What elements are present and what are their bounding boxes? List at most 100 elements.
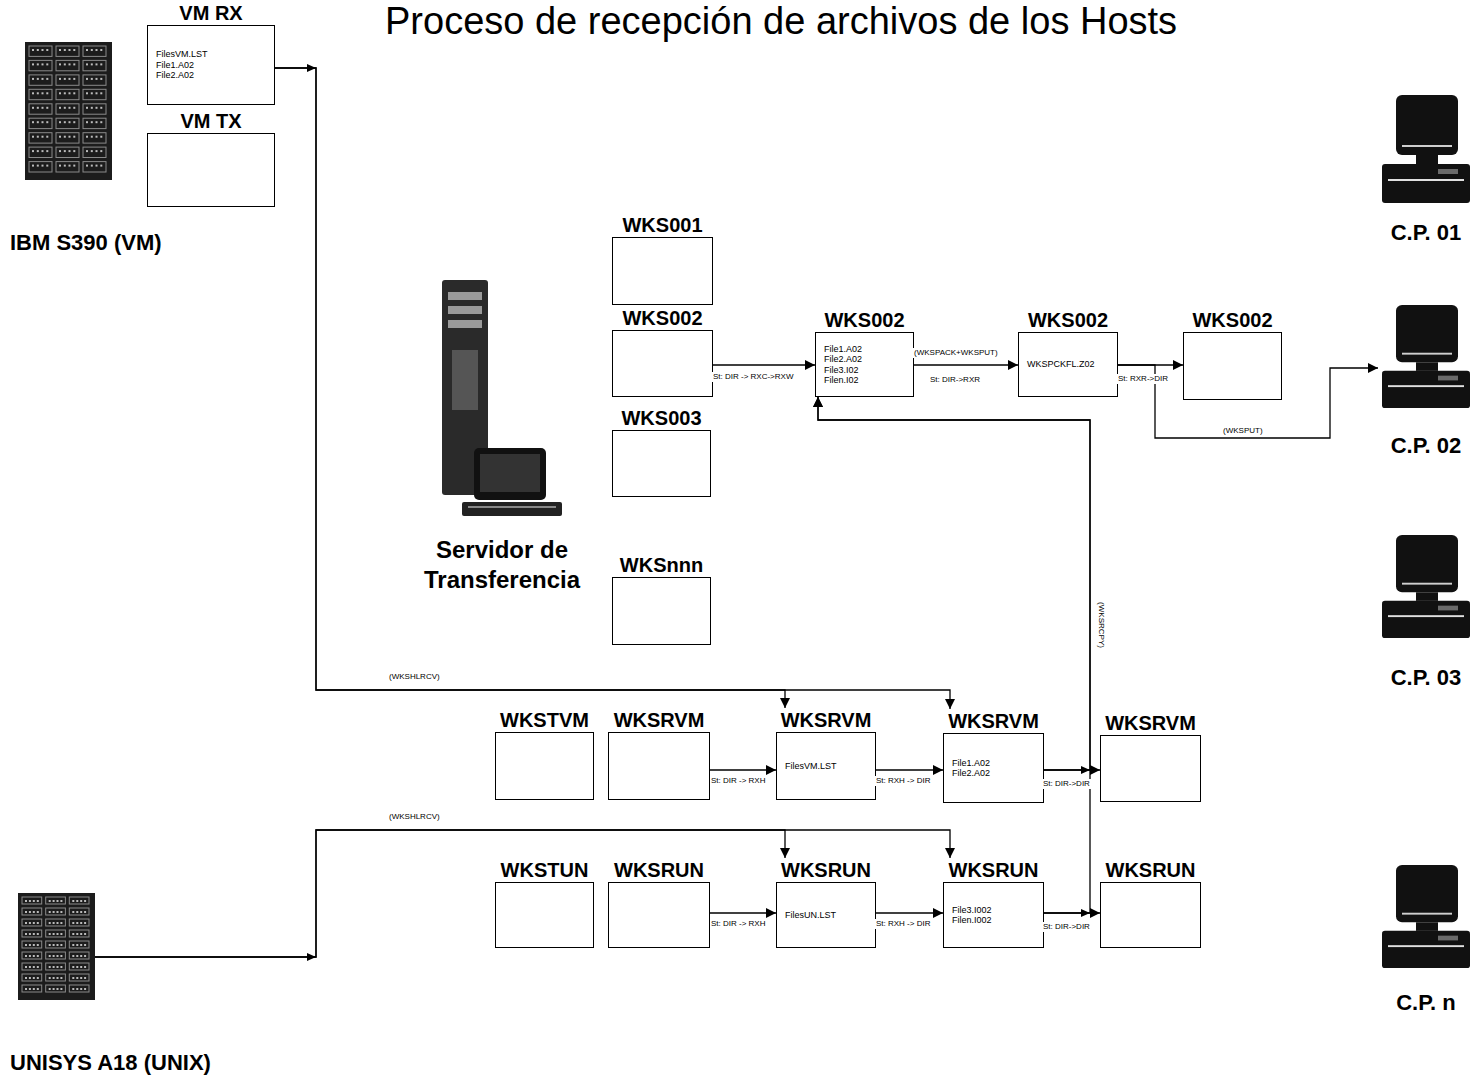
workspace-box: WKS002: [612, 306, 713, 397]
connector: [95, 830, 950, 957]
file-name: FilesVM.LST: [156, 49, 208, 59]
diagram-title: Proceso de recepción de archivos de los …: [385, 0, 1177, 42]
workstation-icon: [1378, 535, 1474, 640]
workspace-box: WKSRVMFile1.A02File2.A02: [943, 709, 1044, 803]
box-outline: File1.A02File2.A02File3.I02Filen.I02: [815, 332, 914, 397]
device-node: C.P. 01: [1378, 95, 1474, 205]
box-heading: WKSTUN: [495, 858, 594, 882]
device-node: UNISYS A18 (UNIX): [18, 893, 95, 1000]
box-outline: WKSPCKFL.Z02: [1018, 332, 1118, 397]
edge-label: St: RXH -> DIR: [875, 919, 931, 929]
edge-label: St: RXR->DIR: [1117, 374, 1169, 384]
box-outline: FilesUN.LST: [776, 882, 876, 948]
workspace-box: WKSRVM: [1100, 711, 1201, 802]
icon-holder: [1378, 535, 1474, 644]
device-label: UNISYS A18 (UNIX): [10, 1050, 211, 1076]
box-outline: [495, 732, 594, 800]
device-node: C.P. 03: [1378, 535, 1474, 640]
connector: [95, 830, 785, 957]
box-outline: [612, 430, 711, 497]
workspace-box: WKSRUN: [1100, 858, 1201, 948]
icon-holder: [1378, 865, 1474, 974]
status-label: St: DIR->RXR: [929, 375, 981, 385]
connector: [876, 769, 943, 770]
connector: [713, 364, 815, 365]
box-outline: [608, 732, 710, 800]
device-label: IBM S390 (VM): [10, 230, 162, 256]
file-name: File1.A02: [156, 60, 194, 70]
file-name: File2.A02: [156, 70, 194, 80]
box-heading: WKS003: [612, 406, 711, 430]
connector: [275, 68, 950, 709]
icon-holder: [1378, 305, 1474, 414]
box-heading: WKS002: [1018, 308, 1118, 332]
workspace-box: WKS001: [612, 213, 713, 305]
device-label: C.P. 01: [1378, 220, 1474, 246]
box-outline: [612, 330, 713, 397]
box-heading: WKSnnn: [612, 553, 711, 577]
connector: [914, 364, 1018, 365]
box-heading: VM RX: [147, 1, 275, 25]
box-outline: [1100, 882, 1201, 948]
edge-label: St: DIR->DIR: [1042, 922, 1091, 932]
icon-holder: [25, 42, 112, 184]
edge-label: St: DIR -> RXC->RXW: [712, 372, 794, 382]
box-heading: WKSTVM: [495, 708, 594, 732]
box-outline: [147, 133, 275, 207]
file-name: FilesVM.LST: [785, 761, 837, 771]
box-heading: WKS002: [815, 308, 914, 332]
connector: [710, 912, 776, 913]
box-outline: [612, 237, 713, 305]
file-name: Filen.I02: [824, 375, 859, 385]
workstation-icon: [1378, 865, 1474, 970]
device-node: Servidor de Transferencia: [412, 280, 592, 520]
workspace-box: WKSTVM: [495, 708, 594, 800]
workspace-box: WKS002: [1183, 308, 1282, 400]
icon-holder: [18, 893, 95, 1004]
box-outline: FilesVM.LSTFile1.A02File2.A02: [147, 25, 275, 105]
connector: [818, 397, 1090, 913]
box-outline: FilesVM.LST: [776, 732, 876, 800]
workspace-box: WKS002WKSPCKFL.Z02: [1018, 308, 1118, 397]
box-heading: WKSRUN: [776, 858, 876, 882]
server-icon: [412, 280, 592, 520]
workspace-box: VM RXFilesVM.LSTFile1.A02File2.A02: [147, 1, 275, 105]
file-name: Filen.I002: [952, 915, 992, 925]
edge-label: St: RXH -> DIR: [875, 776, 931, 786]
box-heading: WKSRUN: [943, 858, 1044, 882]
connector: [275, 68, 785, 708]
file-name: File1.A02: [824, 344, 862, 354]
device-node: C.P. 02: [1378, 305, 1474, 410]
connector: [710, 769, 776, 770]
box-outline: [608, 882, 710, 948]
file-name: WKSPCKFL.Z02: [1027, 359, 1095, 369]
workstation-icon: [1378, 305, 1474, 410]
file-name: File3.I002: [952, 905, 992, 915]
edge-label: St: DIR->DIR: [1042, 779, 1091, 789]
workspace-box: WKS002File1.A02File2.A02File3.I02Filen.I…: [815, 308, 914, 397]
edge-label: (WKSPACK+WKSPUT): [913, 348, 999, 358]
device-node: C.P. n: [1378, 865, 1474, 970]
junction-arrows: [307, 64, 1090, 961]
box-heading: WKS002: [1183, 308, 1282, 332]
workspace-box: WKSRVM: [608, 708, 710, 800]
edge-label: (WKSRCPY): [1096, 601, 1106, 649]
file-name: File2.A02: [952, 768, 990, 778]
connector: [876, 912, 943, 913]
box-outline: [495, 882, 594, 948]
edge-label: (WKSHLRCV): [388, 672, 441, 682]
mainframe-icon: [18, 893, 95, 1000]
workspace-box: VM TX: [147, 109, 275, 207]
file-name: FilesUN.LST: [785, 910, 836, 920]
box-heading: WKSRVM: [943, 709, 1044, 733]
workspace-box: WKSTUN: [495, 858, 594, 948]
workspace-box: WKSRUN: [608, 858, 710, 948]
box-outline: File1.A02File2.A02: [943, 733, 1044, 803]
box-heading: WKSRUN: [1100, 858, 1201, 882]
box-outline: [1100, 735, 1201, 802]
device-node: IBM S390 (VM): [25, 42, 112, 180]
box-heading: WKSRUN: [608, 858, 710, 882]
edge-label: St: DIR -> RXH: [710, 919, 766, 929]
mainframe-icon: [25, 42, 112, 180]
workspace-box: WKS003: [612, 406, 711, 497]
